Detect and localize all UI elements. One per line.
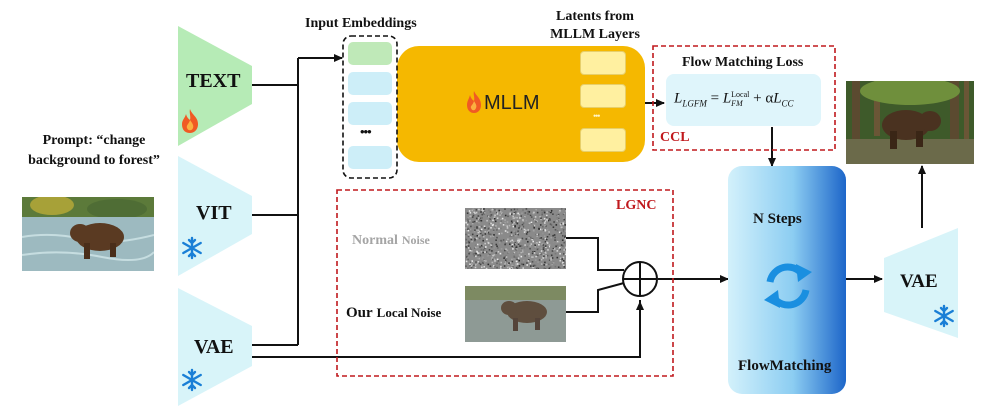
embedding-token xyxy=(348,102,392,125)
vae-encoder-label: VAE xyxy=(194,336,234,358)
embedding-token xyxy=(348,42,392,65)
ccl-region xyxy=(652,45,836,151)
snowflake-icon xyxy=(182,236,202,260)
normal-noise-image xyxy=(465,208,566,269)
lgnc-tag: LGNC xyxy=(616,198,657,213)
output-bear-photo xyxy=(846,81,974,164)
latent-token xyxy=(580,84,626,108)
input-bear-photo xyxy=(22,197,154,271)
lgnc-region xyxy=(336,189,674,377)
local-noise-image xyxy=(465,286,566,342)
vae-decoder-shape xyxy=(884,228,958,338)
snowflake-icon xyxy=(934,304,954,328)
snowflake-icon xyxy=(182,368,202,392)
text-encoder-label: TEXT xyxy=(186,70,241,92)
latents-title: Latents from MLLM Layers xyxy=(550,9,640,42)
local-noise-label: Our Local Noise xyxy=(346,305,442,321)
embedding-token xyxy=(348,146,392,169)
vit-encoder-label: VIT xyxy=(196,202,232,224)
text-encoder-shape xyxy=(178,26,252,146)
embedding-token xyxy=(348,72,392,95)
flowmatching-block xyxy=(728,166,846,394)
prompt-label: Prompt: “change background to forest” xyxy=(28,133,160,168)
normal-noise-label: Normal Noise xyxy=(352,233,430,248)
loss-title: Flow Matching Loss xyxy=(682,55,804,70)
embeddings-title: Input Embeddings xyxy=(305,16,417,31)
flowmatching-label: FlowMatching xyxy=(738,358,832,374)
embeddings-ellipsis: ••• xyxy=(360,124,372,139)
fire-icon xyxy=(182,109,198,133)
flow-steps-label: N Steps xyxy=(753,211,802,227)
vae-decoder-label: VAE xyxy=(900,271,938,292)
ccl-tag: CCL xyxy=(660,130,690,145)
refresh-icon xyxy=(764,263,812,309)
mllm-label: MLLM xyxy=(484,92,540,114)
fire-icon xyxy=(467,91,481,113)
latent-token xyxy=(580,128,626,152)
latent-token xyxy=(580,51,626,75)
loss-formula-box xyxy=(666,74,821,126)
circled-plus-icon xyxy=(622,261,658,297)
latent-ellipsis: ••• xyxy=(593,111,601,121)
